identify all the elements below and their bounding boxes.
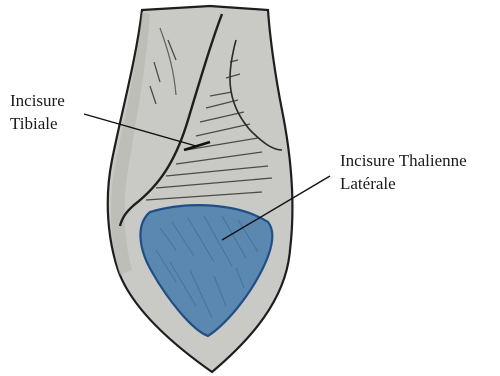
label-incisure-tibiale-line1: Incisure <box>10 90 65 111</box>
label-incisure-thalienne-line1: Incisure Thalienne <box>340 150 467 171</box>
label-incisure-tibiale-line2: Tibiale <box>10 113 58 134</box>
label-incisure-thalienne-line2: Latérale <box>340 173 396 194</box>
